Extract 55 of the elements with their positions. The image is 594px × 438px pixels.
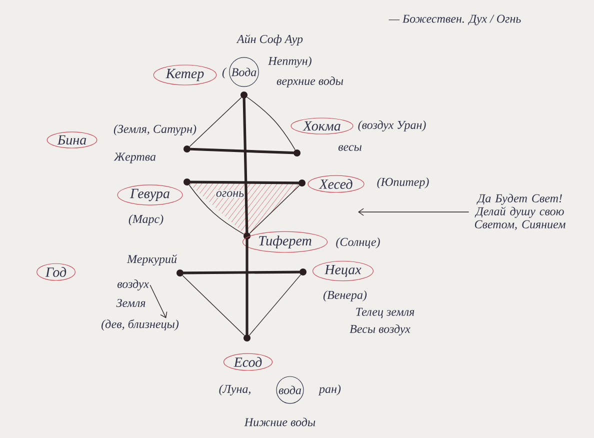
circled-name: Бина: [46, 132, 98, 148]
note-text: (Земля, Сатурн): [114, 124, 196, 136]
thick-bar: [246, 238, 248, 336]
circled-name: Есод: [223, 353, 273, 371]
node-dot: [184, 146, 190, 152]
note-text: воздух: [117, 280, 149, 290]
arrow: [150, 284, 168, 318]
connecting-line: [246, 96, 296, 150]
note-text: верхние воды: [276, 76, 344, 88]
circled-name: Гевура: [117, 184, 183, 206]
node-dot: [294, 150, 300, 156]
node-dot: [240, 92, 248, 98]
circled-name: Кетер: [153, 64, 217, 86]
node-dot: [244, 232, 250, 240]
note-text: Да Будет Свет! Делай душу свою Светом, Сиянием: [474, 194, 566, 230]
note-text: (Венера): [323, 290, 367, 302]
note-text: Меркурий: [126, 253, 178, 267]
connecting-line: [182, 275, 245, 336]
arrow: [358, 208, 470, 216]
thick-bar: [242, 97, 248, 234]
node-dot: [300, 268, 306, 276]
note-text: (Юпитер): [377, 178, 429, 188]
note-text: (воздух Уран): [358, 120, 426, 132]
node-dot: [298, 180, 306, 186]
region-label: огонь: [214, 190, 246, 198]
note-text: (дев, близнецы): [102, 319, 179, 331]
circled-name: Хесед: [308, 175, 364, 193]
note-text: Весы воздух: [350, 324, 410, 336]
connecting-line: [189, 97, 242, 147]
circled-word: вода: [276, 376, 304, 404]
node-dot: [244, 334, 250, 342]
circled-name: Тиферет: [242, 231, 328, 253]
note-text: Нептун): [268, 56, 312, 68]
connecting-line: [249, 185, 300, 234]
parenthesis: (: [221, 66, 227, 80]
note-text: ран): [318, 384, 342, 396]
note-text: (Луна,: [218, 384, 252, 396]
circled-name: Хокма: [290, 118, 354, 134]
circled-name: Нецах: [312, 260, 374, 282]
thick-bar: [189, 148, 295, 154]
note-text: весы: [338, 145, 362, 151]
note-text: (Марс): [128, 214, 164, 226]
connecting-line: [188, 184, 244, 234]
circled-name: Год: [36, 263, 76, 281]
thick-bar: [182, 270, 301, 274]
connecting-line: [249, 274, 301, 336]
note-text: Телец земля: [356, 308, 414, 318]
node-dot: [184, 178, 190, 186]
note-text: — Божествен. Дух / Огнь: [388, 14, 522, 26]
thick-bar: [189, 180, 300, 184]
circled-word: Вода: [229, 57, 259, 87]
node-dot: [176, 270, 184, 276]
note-text: Айн Соф Аур: [236, 33, 304, 47]
note-text: (Солнце): [336, 238, 380, 248]
note-text: Жертва: [114, 152, 156, 164]
